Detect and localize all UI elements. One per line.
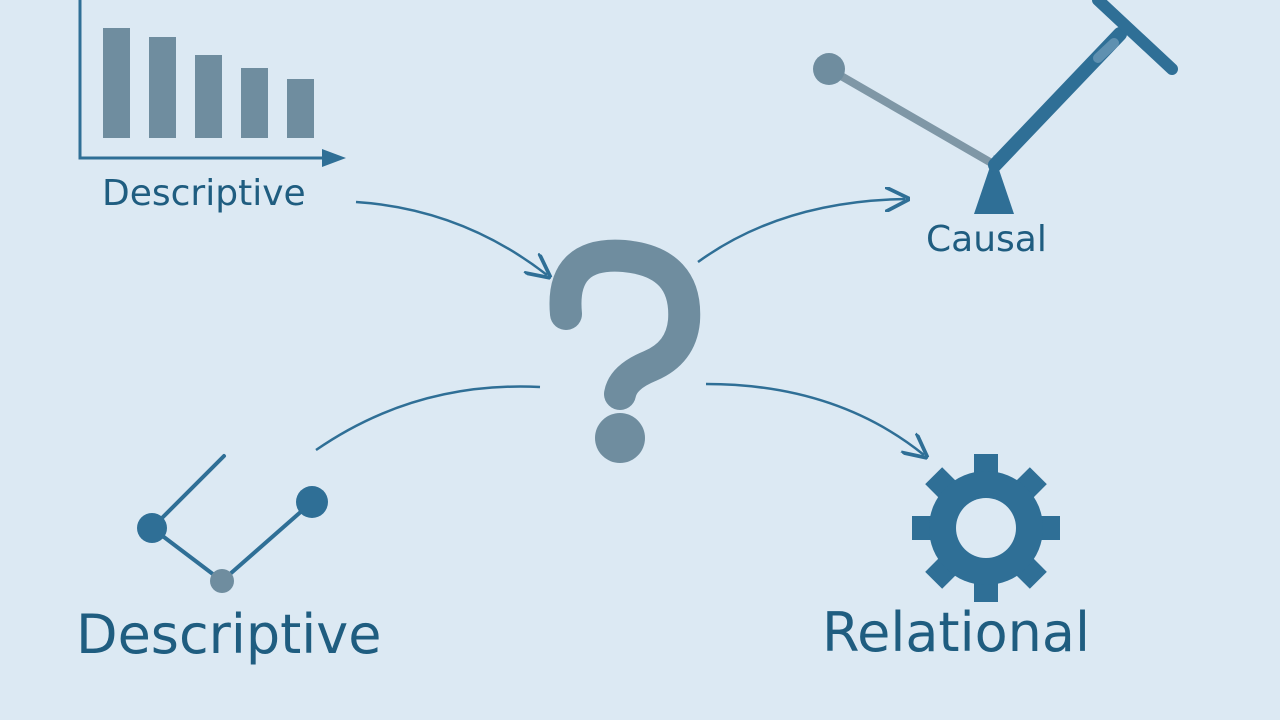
descriptive-bottom-label: Descriptive (76, 603, 382, 666)
bar-chart-icon (78, 0, 346, 167)
connected-nodes-icon (137, 454, 328, 593)
arrow-descriptive-bottom-to-center (315, 385, 541, 452)
relational-label: Relational (822, 601, 1090, 664)
causal-label: Causal (926, 219, 1047, 260)
arrow-center-to-relational (705, 382, 924, 455)
gear-icon (912, 454, 1060, 602)
lever-icon (813, 0, 1178, 214)
arrow-center-to-causal (697, 199, 905, 264)
arrow-descriptive-top-to-center (355, 200, 547, 275)
descriptive-top-label: Descriptive (102, 173, 306, 214)
question-mark-icon (549, 239, 701, 463)
